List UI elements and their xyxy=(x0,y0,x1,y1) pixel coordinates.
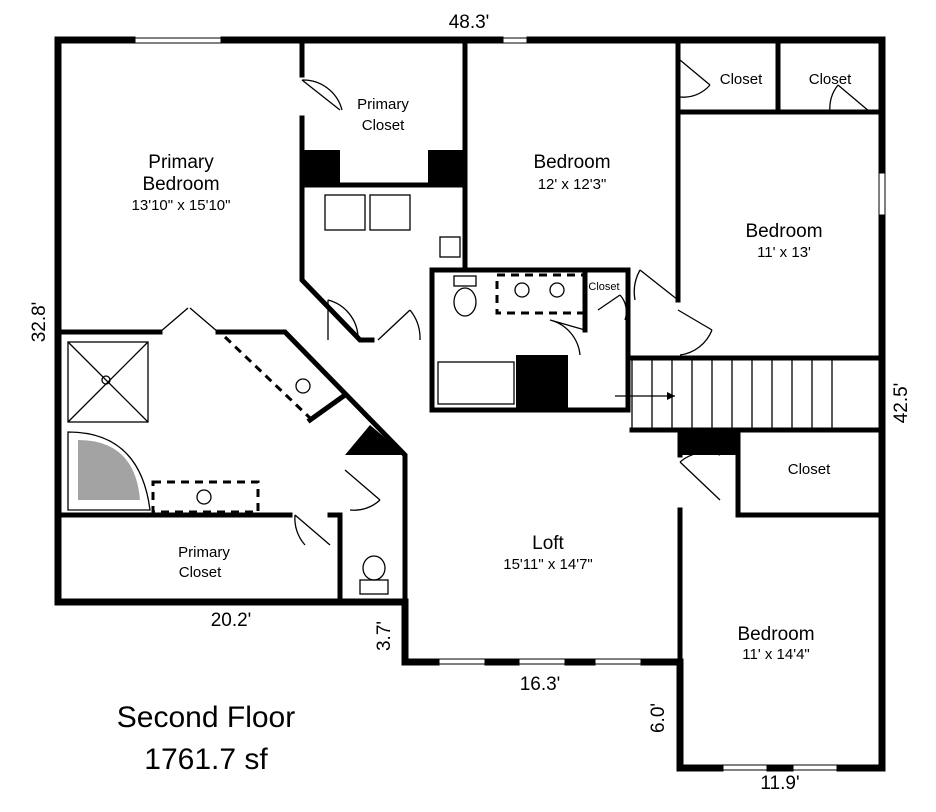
primary-closet-top-label: Primary xyxy=(357,96,409,113)
bedroom-center-size: 12' x 12'3" xyxy=(538,176,607,193)
closet-right-label: Closet xyxy=(788,461,831,478)
primary-bedroom-label-2: Bedroom xyxy=(142,174,219,195)
bedroom-bottom-size: 11' x 14'4" xyxy=(742,646,810,663)
floor-title: Second Floor xyxy=(117,701,295,734)
primary-closet-top-label-2: Closet xyxy=(362,117,405,134)
bathtub xyxy=(437,361,515,405)
loft-label: Loft xyxy=(532,533,564,554)
dim-bedroom-bottom: 11.9' xyxy=(760,773,799,794)
dimension-labels: 48.3' 32.8' 42.5' 20.2' 3.7' 16.3' 6.0' … xyxy=(29,12,912,794)
exterior-walls xyxy=(54,36,886,772)
sink xyxy=(439,236,461,258)
bedroom-right-size: 11' x 13' xyxy=(757,244,811,261)
dryer xyxy=(369,194,411,231)
tub xyxy=(67,431,151,511)
room-labels: Primary Bedroom 13'10" x 15'10" Primary … xyxy=(132,71,853,663)
closet-top-a-label: Closet xyxy=(720,71,763,88)
vanity xyxy=(151,480,260,514)
fixtures xyxy=(67,194,587,595)
loft-size: 15'11" x 14'7" xyxy=(503,556,593,573)
washer xyxy=(324,194,366,231)
primary-closet-bottom-label: Primary xyxy=(178,544,230,561)
bedroom-right-label: Bedroom xyxy=(745,221,822,242)
closet-bath-label: Closet xyxy=(588,281,619,293)
dim-top: 48.3' xyxy=(449,12,490,33)
primary-bedroom-label: Primary xyxy=(148,152,214,173)
doors xyxy=(159,59,871,546)
floor-area: 1761.7 sf xyxy=(144,743,268,776)
dim-loft-bottom: 16.3' xyxy=(520,674,561,695)
shower xyxy=(67,341,149,423)
staircase xyxy=(615,358,833,430)
dim-left: 32.8' xyxy=(29,302,50,343)
primary-bedroom-size: 13'10" x 15'10" xyxy=(132,197,231,214)
primary-closet-bottom-label-2: Closet xyxy=(179,564,222,581)
dim-step: 3.7' xyxy=(374,621,395,651)
dim-bedroom-step: 6.0' xyxy=(648,703,669,733)
dim-bottom-left: 20.2' xyxy=(211,610,252,631)
dim-right: 42.5' xyxy=(891,383,912,424)
closet-top-b-label: Closet xyxy=(809,71,852,88)
bedroom-bottom-label: Bedroom xyxy=(737,624,814,645)
bedroom-center-label: Bedroom xyxy=(533,152,610,173)
interior-walls xyxy=(55,37,885,665)
